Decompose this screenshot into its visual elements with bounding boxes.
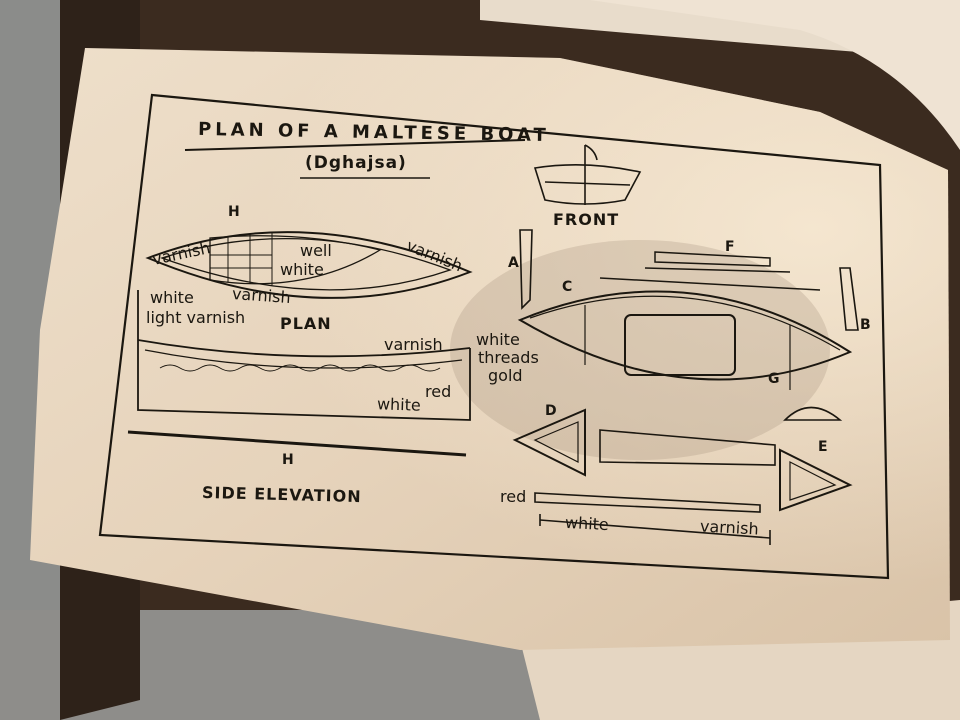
note-varnish-mid: varnish	[231, 283, 292, 308]
note-varnish-side: varnish	[384, 335, 443, 354]
letter-g: G	[768, 371, 780, 387]
sunlight	[30, 48, 950, 650]
part-d-inner	[533, 421, 579, 463]
letter-f: F	[725, 239, 735, 255]
note-varnish-oar: varnish	[699, 516, 760, 539]
note-white-bottom: white	[376, 394, 422, 415]
letter-c: C	[562, 279, 573, 295]
note-white-well: white	[280, 260, 324, 279]
part-e-inner	[789, 461, 837, 501]
part-g-emblem	[783, 406, 843, 421]
letter-e: E	[818, 439, 828, 455]
plan-label: PLAN	[280, 314, 332, 333]
note-red-oar: red	[500, 487, 527, 506]
letter-a: A	[508, 255, 519, 271]
part-c-hull	[517, 290, 853, 390]
note-white-oar: white	[564, 512, 610, 535]
plan-frame	[98, 93, 890, 580]
note-white-side: white	[150, 288, 194, 307]
part-f-strips	[599, 251, 821, 291]
middle-piece	[599, 429, 776, 466]
note-threads: threads	[478, 348, 539, 367]
front-label: FRONT	[553, 210, 620, 229]
shadow	[450, 240, 830, 460]
note-well: well	[300, 241, 332, 260]
oar	[534, 492, 771, 545]
front-view	[533, 144, 642, 205]
letter-b: B	[860, 317, 871, 333]
plan-view-boat	[145, 231, 473, 299]
note-red-side: red	[425, 382, 452, 401]
letter-d: D	[545, 403, 557, 419]
letter-h-bottom: H	[282, 452, 294, 468]
note-gold: gold	[488, 366, 523, 385]
title-underline	[184, 139, 526, 151]
note-light-varnish: light varnish	[146, 308, 246, 327]
part-a-post	[519, 229, 533, 310]
top-right-sheet	[590, 0, 960, 150]
part-d	[512, 408, 586, 477]
letter-h-top: H	[228, 204, 240, 220]
plan-subtitle: (Dghajsa)	[305, 153, 407, 173]
part-e	[779, 448, 853, 512]
note-white-threads: white	[476, 330, 520, 349]
side-elevation-label: SIDE ELEVATION	[201, 482, 362, 507]
part-b-post	[839, 267, 859, 331]
side-elevation-boat	[127, 290, 471, 457]
